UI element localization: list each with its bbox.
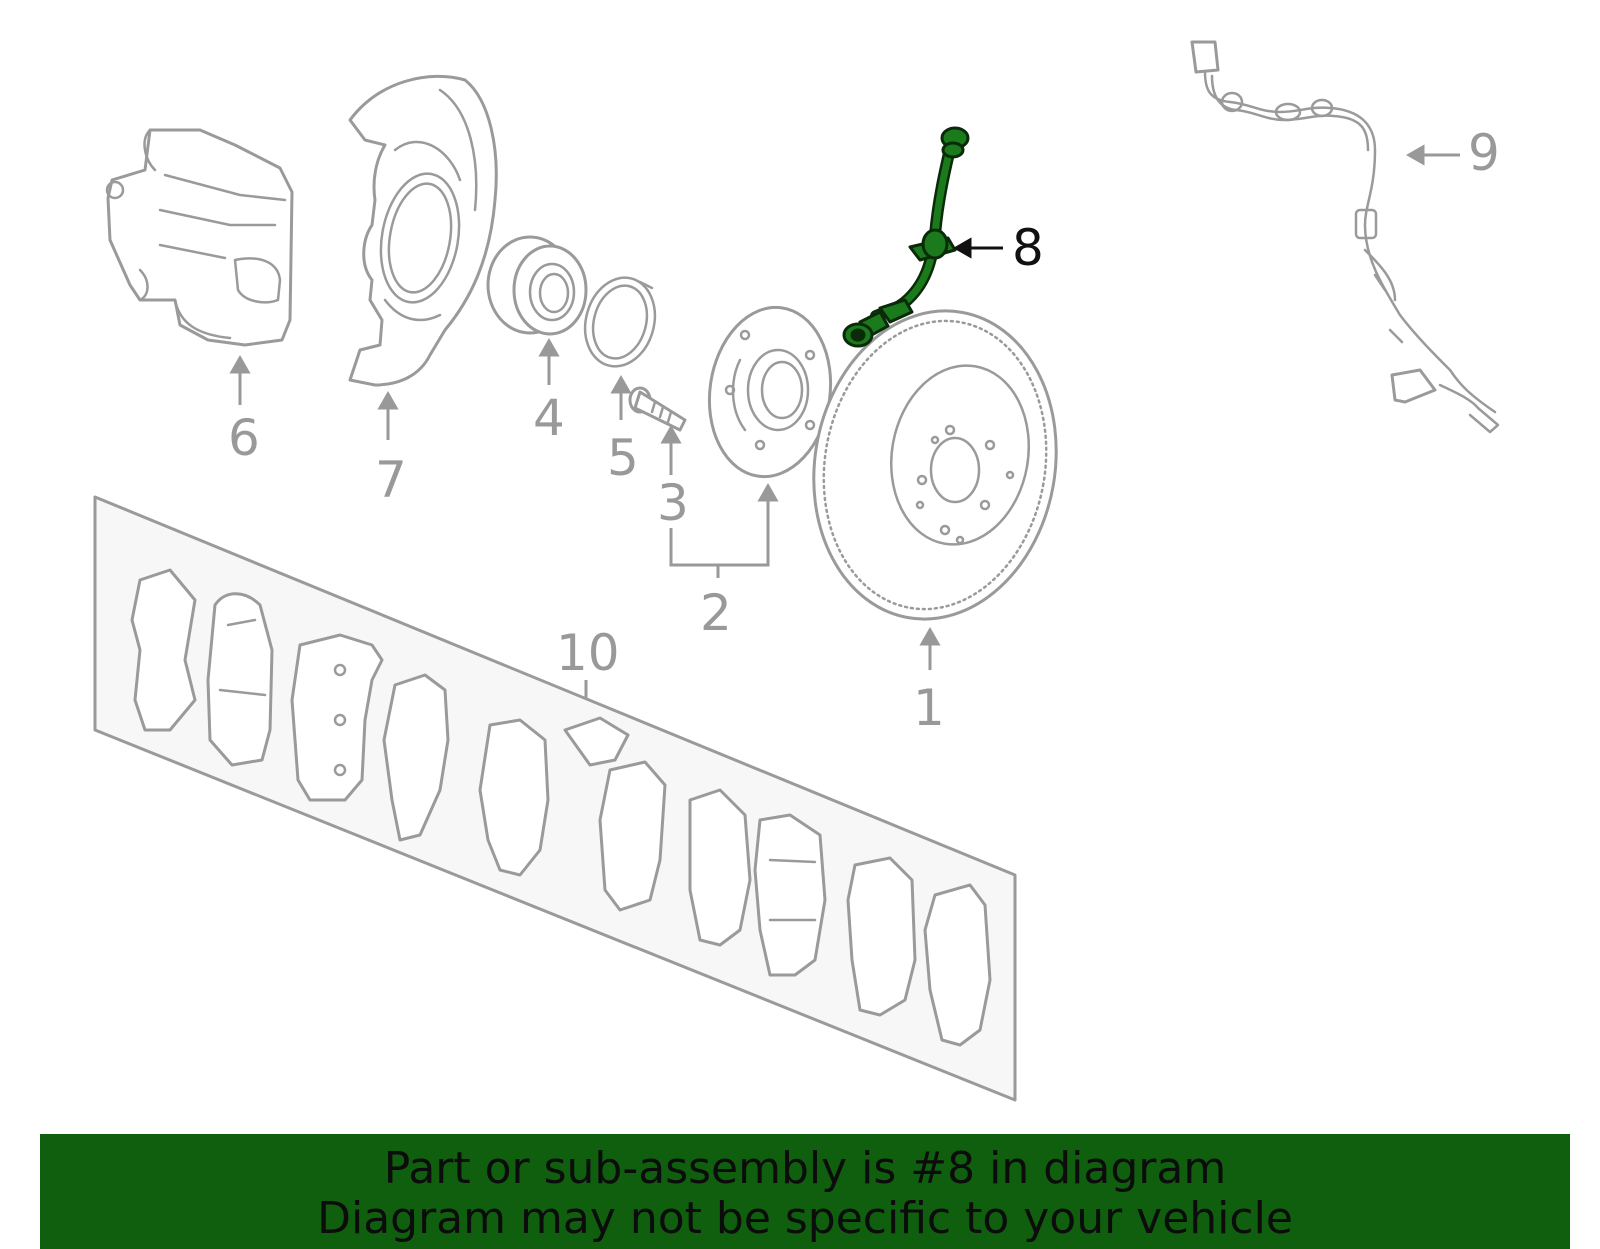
abs-sensor-part-9[interactable] bbox=[1190, 40, 1500, 434]
brake-rotor-part-1[interactable] bbox=[790, 292, 1080, 639]
splash-shield-part-7[interactable] bbox=[348, 74, 498, 387]
callout-3: 3 bbox=[657, 474, 689, 532]
hub-part-2[interactable] bbox=[699, 299, 841, 484]
leader-lines bbox=[229, 144, 1460, 698]
callout-8: 8 bbox=[1012, 219, 1044, 277]
notice-banner: Part or sub-assembly is #8 in diagram Di… bbox=[40, 1134, 1570, 1249]
callout-7: 7 bbox=[375, 451, 407, 509]
callout-5: 5 bbox=[607, 429, 639, 487]
callout-1: 1 bbox=[913, 679, 945, 737]
pad-kit-part-10[interactable] bbox=[93, 495, 1017, 1102]
snap-ring-part-5[interactable] bbox=[576, 270, 665, 375]
banner-line-1: Part or sub-assembly is #8 in diagram bbox=[383, 1143, 1227, 1194]
callout-6: 6 bbox=[228, 409, 260, 467]
hub-bolt-part-3[interactable] bbox=[628, 386, 687, 432]
callout-2: 2 bbox=[700, 584, 732, 642]
brake-hose-part-8[interactable] bbox=[842, 126, 970, 348]
callout-9: 9 bbox=[1468, 124, 1500, 182]
banner-line-2: Diagram may not be specific to your vehi… bbox=[317, 1193, 1293, 1244]
caliper-part-6[interactable] bbox=[105, 128, 294, 347]
bearing-part-4[interactable] bbox=[486, 235, 588, 336]
callout-10: 10 bbox=[556, 624, 620, 682]
callout-4: 4 bbox=[533, 389, 565, 447]
